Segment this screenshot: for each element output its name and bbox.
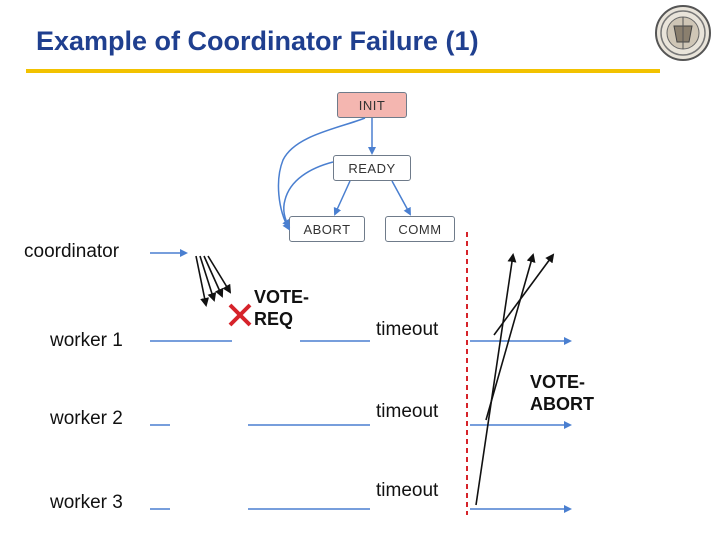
vote-req-arrow-2 [199, 255, 217, 302]
vote-req-label-line2: REQ [254, 309, 294, 329]
state-init: INIT [337, 92, 407, 118]
transition-ready-abort [333, 180, 351, 216]
timeout-worker2: timeout [376, 401, 439, 422]
transition-ready-abort-curve [282, 161, 334, 228]
slide-title: Example of Coordinator Failure (1) [36, 26, 479, 56]
vote-abort-label: VOTE- ABORT [530, 371, 594, 415]
state-ready: READY [333, 155, 411, 181]
vote-abort-arrow-2 [485, 253, 536, 421]
vote-req-arrow-3 [203, 255, 224, 298]
vote-abort-arrow-1 [475, 253, 517, 506]
timeout-worker1: timeout [376, 319, 439, 340]
title-underline [26, 69, 660, 73]
row-label-coordinator: coordinator [24, 241, 120, 262]
state-comm: COMM [385, 216, 455, 242]
row-label-worker3: worker 3 [50, 492, 123, 513]
vote-abort-arrow-3 [493, 253, 555, 336]
vote-req-label: VOTE- REQ [254, 286, 309, 330]
vote-req-label-line1: VOTE- [254, 287, 310, 307]
row-label-worker2: worker 2 [50, 408, 123, 429]
row-label-worker1: worker 1 [50, 330, 123, 351]
vote-abort-label-line2: ABORT [530, 394, 594, 414]
transition-ready-comm [391, 180, 411, 216]
vote-req-arrow-1 [195, 255, 210, 307]
transition-init-abort [277, 117, 366, 231]
vote-abort-label-line1: VOTE- [530, 372, 586, 392]
cross-icon [228, 303, 252, 327]
timeout-worker3: timeout [376, 480, 439, 501]
vote-req-arrow-4 [207, 255, 232, 294]
university-seal-icon [655, 5, 711, 61]
